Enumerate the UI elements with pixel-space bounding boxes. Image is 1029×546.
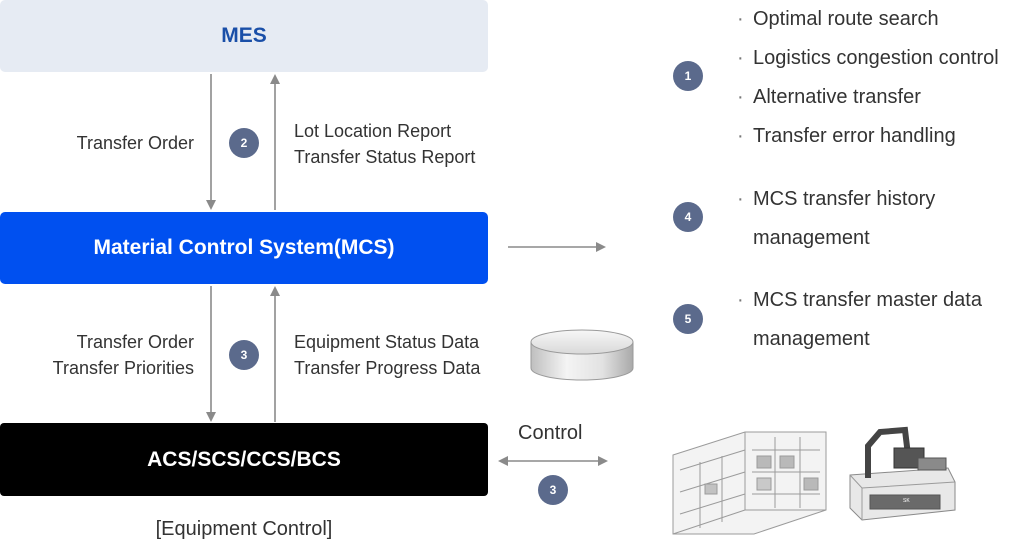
step-badge-3: 3: [229, 340, 259, 370]
mes-label: MES: [221, 24, 267, 47]
mcs-acs-up-label-1: Equipment Status Data: [294, 332, 480, 352]
acs-label: ACS/SCS/CCS/BCS: [147, 447, 341, 471]
feature-text: Alternative transfer: [753, 86, 921, 108]
feature-badge-1: 1: [673, 61, 703, 91]
feature-item-alternative: ·Alternative transfer: [737, 86, 921, 108]
feature-text: MCS transfer history: [753, 188, 936, 210]
control-label: Control: [518, 422, 583, 444]
feature-item-history-cont: management: [753, 227, 870, 249]
mes-mcs-up-label-1: Lot Location Report: [294, 121, 452, 141]
mes-mcs-up-label-2: Transfer Status Report: [294, 147, 476, 167]
feature-text: Transfer error handling: [753, 125, 956, 147]
warehouse-stocker-and-robot-icon: SK: [672, 426, 956, 535]
mes-box: MES: [0, 0, 488, 72]
step-badge-2: 2: [229, 128, 259, 158]
equipment-control-caption: [Equipment Control]: [155, 518, 333, 540]
mcs-acs-down-label-2: Transfer Priorities: [52, 358, 194, 378]
mcs-acs-up-label-2: Transfer Progress Data: [294, 358, 481, 378]
control-badge-3: 3: [538, 475, 568, 505]
feature-badge-5: 5: [673, 304, 703, 334]
feature-badge-4: 4: [673, 202, 703, 232]
database-cylinder-icon: [530, 329, 634, 381]
acs-box: ACS/SCS/CCS/BCS: [0, 423, 488, 496]
feature-item-route-search: ·Optimal route search: [737, 8, 939, 30]
feature-text: Logistics congestion control: [753, 47, 999, 69]
mcs-acs-down-label-1: Transfer Order: [76, 332, 194, 352]
feature-text: MCS transfer master data: [753, 289, 982, 311]
feature-item-congestion: ·Logistics congestion control: [737, 47, 999, 69]
feature-item-error-handling: ·Transfer error handling: [737, 125, 956, 147]
svg-text:SK: SK: [903, 498, 910, 504]
feature-item-history: ·MCS transfer history: [737, 188, 936, 210]
mcs-box: Material Control System(MCS): [0, 212, 488, 284]
feature-item-master-data-cont: management: [753, 328, 870, 350]
mes-mcs-down-label: Transfer Order: [76, 133, 194, 153]
mcs-label: Material Control System(MCS): [93, 236, 395, 259]
feature-item-master-data: ·MCS transfer master data: [737, 289, 982, 311]
feature-text: Optimal route search: [753, 8, 939, 30]
